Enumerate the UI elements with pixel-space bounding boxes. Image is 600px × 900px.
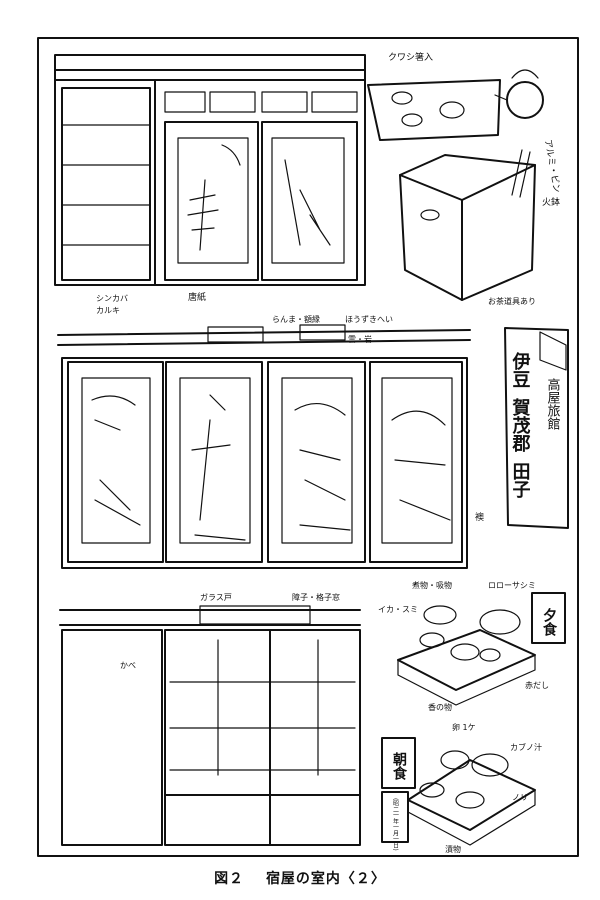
hibachi-drawing — [399, 149, 536, 301]
dinner-tray-drawing — [397, 592, 566, 706]
label-dinner-a: 煮物・吸物 — [412, 580, 452, 590]
tag-breakfast: 朝食 — [391, 751, 407, 781]
sign-line2: 賀茂郡 — [510, 398, 532, 453]
label-lower-a: ガラス戸 — [200, 592, 232, 602]
label-top-left-b: カルキ — [96, 306, 120, 315]
tag-date: (昭二一年一月一日) — [392, 798, 399, 851]
label-wall: かべ — [120, 661, 136, 670]
top-fusuma-drawing — [54, 54, 366, 286]
figure-number: 図２ — [214, 871, 245, 887]
label-lower-b: 障子・格子窓 — [292, 592, 340, 602]
tea-tray-drawing — [367, 69, 544, 141]
middle-fusuma-drawing — [57, 324, 471, 569]
label-dinner-b: ロローサシミ — [488, 581, 536, 590]
sign-inn-name: 高屋旅館 — [545, 377, 561, 430]
label-breakfast-a: 卵 1ケ — [452, 722, 476, 732]
label-transom-c: 雲・岩 — [348, 334, 372, 344]
outer-frame — [37, 37, 579, 857]
sign-line3: 田子 — [510, 462, 531, 498]
label-transom-a: らんま・額縁 — [272, 314, 320, 324]
label-dinner-d: 香の物 — [428, 702, 452, 712]
label-fusuma-right: 襖 — [475, 511, 484, 523]
tag-dinner: 夕食 — [541, 607, 557, 637]
label-tray: クワシ箸入 — [388, 51, 433, 63]
breakfast-tray-drawing — [381, 737, 536, 846]
label-hibachi: 火鉢 — [542, 196, 560, 208]
label-breakfast-c: ノリ — [512, 793, 528, 802]
label-dinner-e: 赤だし — [525, 681, 549, 690]
label-top-left-a: シンカバ — [96, 294, 128, 303]
label-transom-b: ほうずきへい — [345, 314, 393, 324]
label-breakfast-b: カブノ汁 — [510, 742, 542, 752]
figure-caption: 図２ 宿屋の室内〈２〉 — [0, 868, 600, 888]
label-hibachi-mark: お茶道具あり — [488, 296, 536, 306]
label-kettle: アルミ・ビン — [542, 139, 562, 194]
lower-room-drawing — [59, 605, 361, 846]
inn-sign-drawing — [504, 327, 569, 529]
label-dinner-c: イカ・スミ — [378, 605, 418, 614]
figure-title: 宿屋の室内〈２〉 — [265, 871, 386, 887]
label-breakfast-d: 漬物 — [445, 844, 461, 854]
sign-line1: 伊豆 — [510, 351, 532, 388]
label-top-center: 唐紙 — [188, 291, 206, 303]
